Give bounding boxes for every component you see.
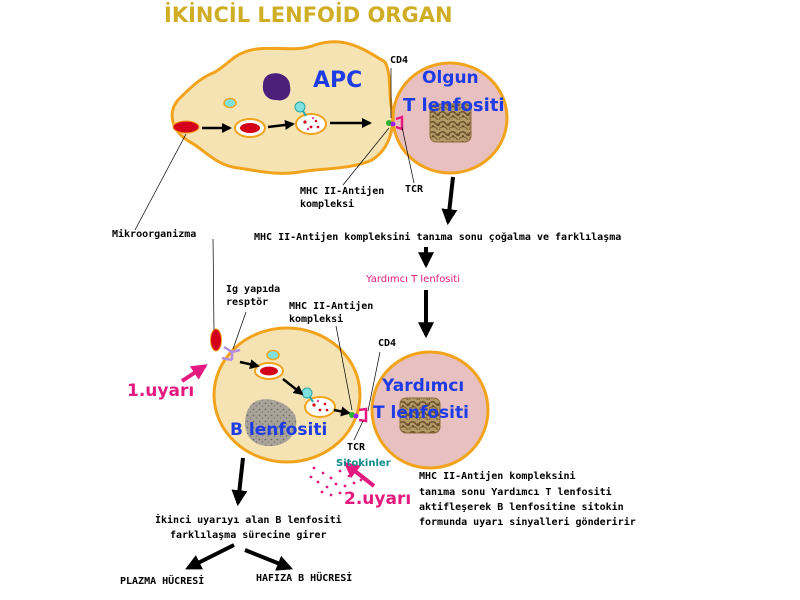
b-cell	[212, 326, 362, 464]
cytokines-label: Sitokinler	[336, 458, 391, 469]
phagosome-antigen	[240, 123, 260, 133]
apc-arrows	[202, 118, 372, 133]
stimulus-2-label: 2.uyarı	[344, 489, 412, 509]
b-phagolysosome	[304, 396, 336, 418]
b-cell-nucleus	[245, 399, 297, 447]
recognition-text: MHC II-Antijen kompleksini tanıma sonu ç…	[254, 232, 622, 243]
cd4-label-b: CD4	[378, 338, 397, 349]
second-stimulus-line-1: İkinci uyarıyı alan B lenfositi	[155, 515, 342, 526]
helper-t-nucleus	[399, 397, 441, 434]
ig-label-2: resptör	[226, 297, 269, 308]
ig-receptor-icon	[221, 345, 241, 362]
mature-t-label-2: T lenfositi	[403, 95, 505, 116]
phagolysosome	[295, 113, 327, 135]
helper-t-pink-label: Yardımcı T lenfositi	[366, 274, 460, 285]
stimulus-1-label: 1.uyarı	[127, 381, 195, 401]
stimulus-1-arrow	[180, 364, 208, 383]
apc-nucleus	[262, 73, 291, 101]
tcr-label-top: TCR	[405, 184, 424, 195]
mhc-label-top-1: MHC II-Antijen	[300, 186, 385, 197]
b-t-synapse	[349, 407, 368, 423]
apc-pointer-lines	[134, 68, 415, 231]
memory-cell-label: HAFIZA B HÜCRESİ	[256, 573, 353, 584]
b-antigen-fragments	[312, 399, 329, 412]
diagram-title: İKİNCİL LENFOİD ORGAN	[164, 3, 453, 27]
microorganism-label: Mikroorganizma	[112, 229, 197, 240]
mhc-label-top-2: kompleksi	[300, 199, 355, 210]
description-line-4: formunda uyarı sinyalleri gönderirir	[419, 517, 636, 528]
description-line-2: tanıma sonu Yardımcı T lenfositi	[419, 487, 612, 498]
b-phagosome-antigen	[260, 366, 278, 376]
ig-label-1: Ig yapıda	[226, 284, 281, 295]
second-stimulus-line-2: farklılaşma sürecine girer	[170, 530, 327, 541]
apc-cell	[170, 40, 395, 175]
lysosome	[294, 101, 307, 117]
b-cell-label: B lenfositi	[230, 420, 328, 440]
main-flow-arrows	[185, 176, 458, 571]
b-pointer-lines	[212, 238, 381, 441]
description-line-3: aktifleşerek B lenfositine sitokin	[419, 502, 624, 513]
antigen-fragments	[303, 116, 320, 131]
mhc-label-b-1: MHC II-Antijen	[289, 301, 374, 312]
apc-label: APC	[313, 68, 363, 93]
helper-t-label-1: Yardımcı	[382, 376, 465, 396]
b-arrows	[239, 359, 351, 417]
cd4-label-top: CD4	[390, 55, 409, 66]
tcr-label-b: TCR	[347, 442, 366, 453]
antigen-b-bound	[210, 328, 222, 352]
description-line-1: MHC II-Antijen kompleksini	[419, 471, 576, 482]
mature-t-nucleus	[429, 103, 472, 143]
antigen-outside	[172, 120, 200, 134]
apc-t-synapse	[386, 115, 404, 131]
mhc-label-b-2: kompleksi	[289, 314, 344, 325]
b-cell-granule	[266, 349, 280, 361]
plasma-cell-label: PLAZMA HÜCRESİ	[120, 576, 205, 587]
apc-granule	[223, 97, 237, 109]
stimulus-2-arrow	[343, 462, 376, 488]
helper-t-label-2: T lenfositi	[373, 403, 469, 423]
mature-t-label-1: Olgun	[422, 68, 479, 88]
